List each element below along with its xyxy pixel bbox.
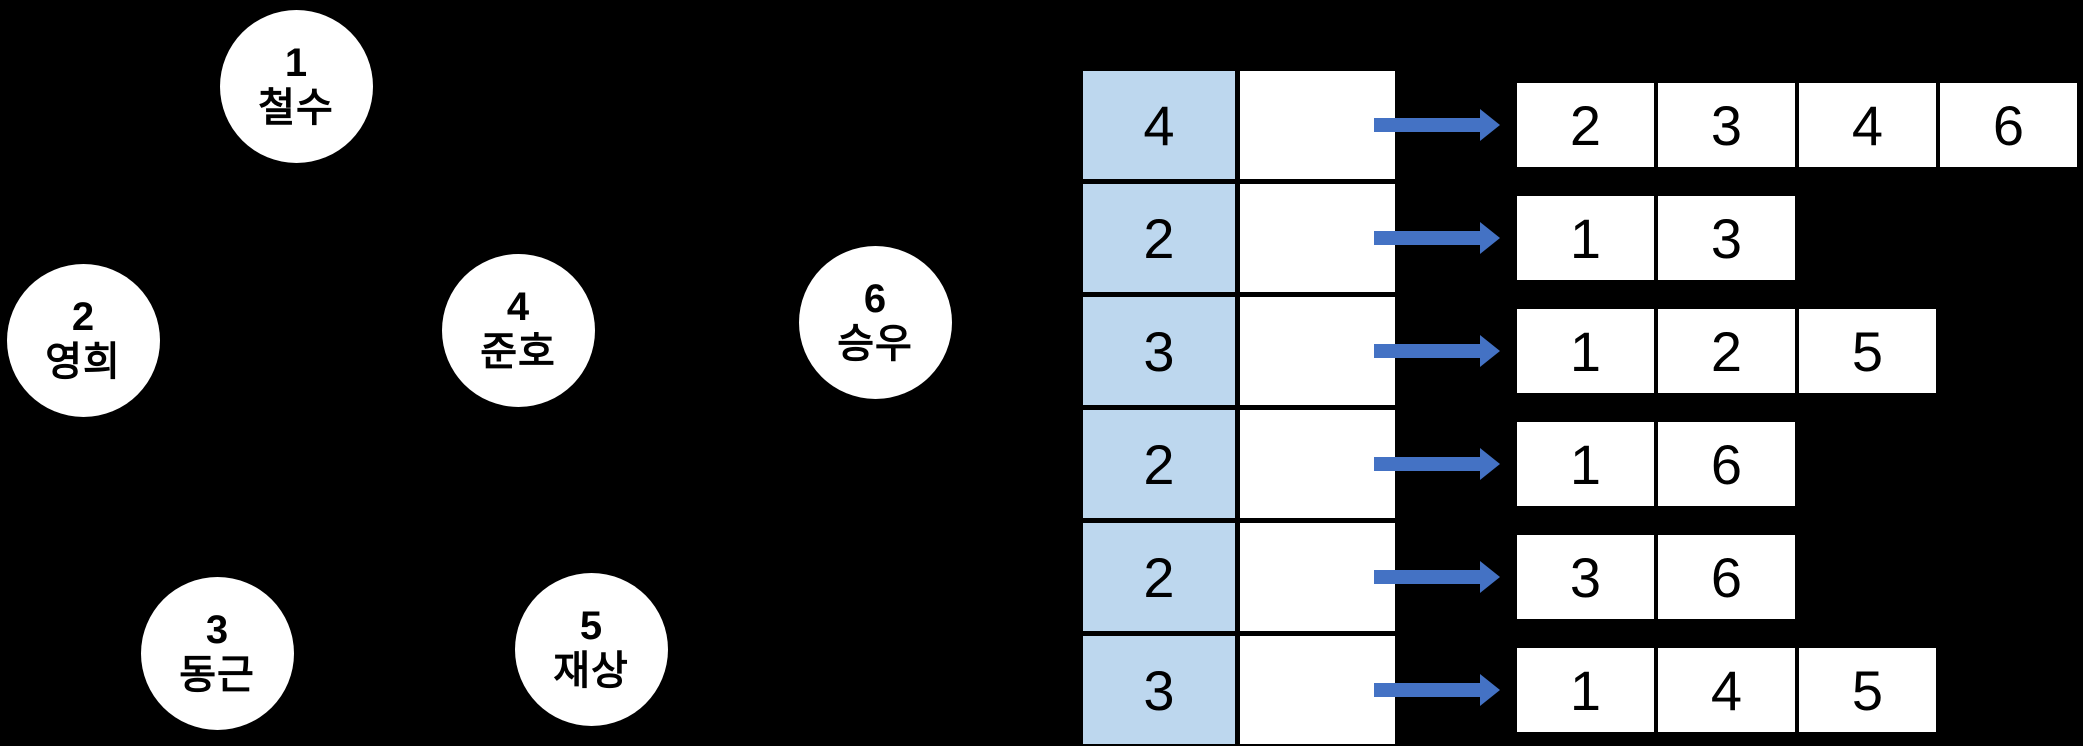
node-number: 1: [284, 41, 308, 86]
arrow-icon: [1374, 231, 1480, 245]
neighbor-count-cell: 2: [1083, 523, 1235, 631]
arrow-icon: [1374, 344, 1480, 358]
node-number: 4: [506, 285, 530, 330]
node-name: 승우: [837, 322, 913, 366]
neighbor-count-cell: 2: [1083, 184, 1235, 292]
arrow-icon: [1374, 570, 1480, 584]
neighbor-box: 3: [1658, 196, 1795, 280]
node-number: 5: [579, 604, 603, 649]
arrowhead-icon: [1480, 222, 1500, 254]
arrow-icon: [1374, 683, 1480, 697]
node-number: 6: [863, 277, 887, 322]
pointer-cell: [1240, 184, 1395, 292]
arrow-icon: [1374, 118, 1480, 132]
arrowhead-icon: [1480, 561, 1500, 593]
arrowhead-icon: [1480, 448, 1500, 480]
neighbor-box: 4: [1799, 83, 1936, 167]
neighbor-box: 3: [1658, 83, 1795, 167]
neighbor-count-cell: 4: [1083, 71, 1235, 179]
neighbor-box: 2: [1658, 309, 1795, 393]
arrowhead-icon: [1480, 109, 1500, 141]
neighbor-box: 5: [1799, 309, 1936, 393]
neighbor-box: 6: [1658, 535, 1795, 619]
node-name: 동근: [179, 653, 255, 697]
neighbor-box: 1: [1517, 648, 1654, 732]
neighbor-box: 3: [1517, 535, 1654, 619]
node-name: 준호: [480, 330, 556, 374]
node-name: 철수: [258, 86, 334, 130]
pointer-cell: [1240, 636, 1395, 744]
node-name: 영희: [45, 340, 121, 384]
neighbor-box: 1: [1517, 422, 1654, 506]
neighbor-box: 2: [1517, 83, 1654, 167]
arrow-icon: [1374, 457, 1480, 471]
neighbor-box: 1: [1517, 196, 1654, 280]
pointer-cell: [1240, 71, 1395, 179]
pointer-cell: [1240, 297, 1395, 405]
node-number: 2: [71, 295, 95, 340]
arrowhead-icon: [1480, 335, 1500, 367]
pointer-cell: [1240, 523, 1395, 631]
node-number: 3: [205, 608, 229, 653]
neighbor-box: 4: [1658, 648, 1795, 732]
neighbor-count-cell: 3: [1083, 636, 1235, 744]
neighbor-box: 1: [1517, 309, 1654, 393]
neighbor-box: 6: [1940, 83, 2077, 167]
neighbor-box: 6: [1658, 422, 1795, 506]
neighbor-count-cell: 3: [1083, 297, 1235, 405]
pointer-cell: [1240, 410, 1395, 518]
neighbor-count-cell: 2: [1083, 410, 1235, 518]
node-name: 재상: [553, 649, 629, 693]
neighbor-box: 5: [1799, 648, 1936, 732]
arrowhead-icon: [1480, 674, 1500, 706]
